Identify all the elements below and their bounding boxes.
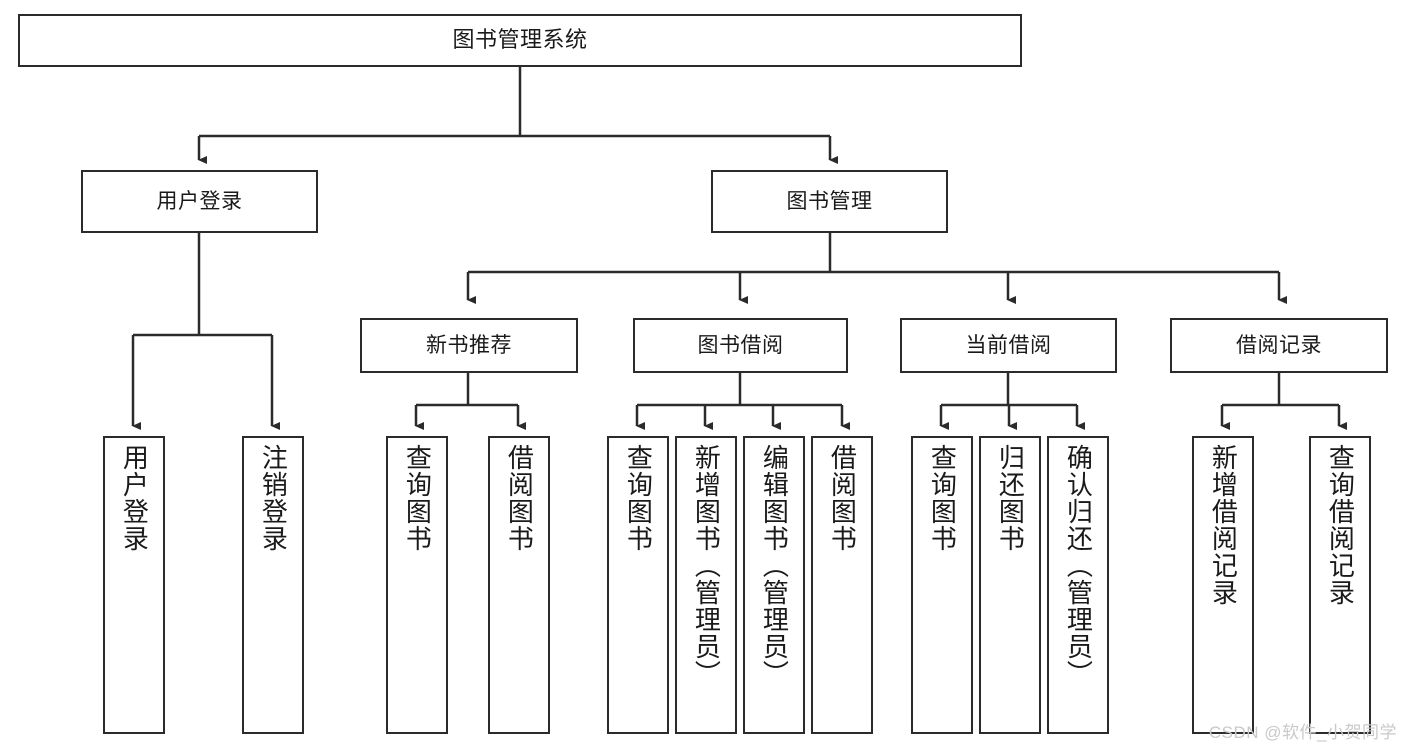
node-leaf-logout[interactable]: 注销登录	[242, 436, 304, 734]
node-label: 借阅记录	[1236, 333, 1322, 357]
node-leaf-borrow-book-1[interactable]: 借阅图书	[488, 436, 550, 734]
node-label: 查询图书	[623, 444, 654, 552]
node-label: 新增图书（管理员）	[691, 444, 722, 687]
node-borrow-record[interactable]: 借阅记录	[1170, 318, 1388, 373]
node-leaf-borrow-book-2[interactable]: 借阅图书	[811, 436, 873, 734]
node-label: 确认归还（管理员）	[1063, 444, 1094, 687]
node-label: 图书借阅	[697, 333, 784, 357]
node-label: 图书管理系统	[452, 27, 588, 53]
node-book-borrow[interactable]: 图书借阅	[633, 318, 848, 373]
node-label: 借阅图书	[827, 444, 858, 552]
node-leaf-query-record[interactable]: 查询借阅记录	[1309, 436, 1371, 734]
node-label: 归还图书	[995, 444, 1026, 552]
node-label: 用户登录	[156, 189, 243, 213]
node-label: 查询借阅记录	[1325, 444, 1356, 606]
node-label: 用户登录	[119, 444, 150, 552]
node-leaf-query-book-3[interactable]: 查询图书	[911, 436, 973, 734]
node-leaf-edit-book[interactable]: 编辑图书（管理员）	[743, 436, 805, 734]
node-label: 编辑图书（管理员）	[759, 444, 790, 687]
node-label: 查询图书	[927, 444, 958, 552]
node-root-book-management-system[interactable]: 图书管理系统	[18, 14, 1022, 67]
node-label: 查询图书	[402, 444, 433, 552]
node-book-manage[interactable]: 图书管理	[711, 170, 948, 233]
node-label: 当前借阅	[965, 333, 1052, 357]
csdn-watermark: CSDN @软件_小贺同学	[1208, 723, 1397, 742]
node-leaf-add-record[interactable]: 新增借阅记录	[1192, 436, 1254, 734]
node-user-login[interactable]: 用户登录	[81, 170, 318, 233]
node-leaf-query-book-1[interactable]: 查询图书	[386, 436, 448, 734]
node-label: 图书管理	[786, 189, 873, 213]
node-label: 注销登录	[258, 444, 289, 552]
node-label: 借阅图书	[504, 444, 535, 552]
node-label: 新增借阅记录	[1208, 444, 1239, 606]
node-leaf-query-book-2[interactable]: 查询图书	[607, 436, 669, 734]
node-leaf-confirm-return[interactable]: 确认归还（管理员）	[1047, 436, 1109, 734]
node-leaf-return-book[interactable]: 归还图书	[979, 436, 1041, 734]
node-current-borrow[interactable]: 当前借阅	[900, 318, 1117, 373]
node-leaf-add-book[interactable]: 新增图书（管理员）	[675, 436, 737, 734]
node-label: 新书推荐	[426, 333, 512, 357]
node-leaf-user-login[interactable]: 用户登录	[103, 436, 165, 734]
node-new-book-recommend[interactable]: 新书推荐	[360, 318, 578, 373]
